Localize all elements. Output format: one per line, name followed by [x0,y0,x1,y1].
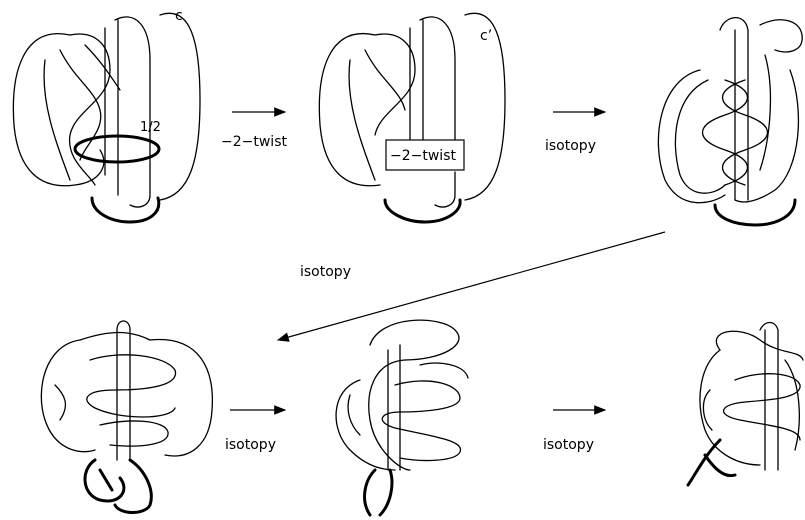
panel-5-knot [336,320,468,515]
curve-c-prime-label: c’ [480,28,492,44]
panel-4-knot [41,321,212,513]
step-5-label: isotopy [543,437,594,453]
panel-3-knot [658,18,802,225]
panel-2-knot: −2−twist c’ [319,13,505,222]
step-4-label: isotopy [225,437,276,453]
step-3-label: isotopy [300,264,351,280]
panel-6-knot [688,323,803,486]
step-1-label: −2−twist [221,134,287,150]
curve-c-label: c [175,8,183,24]
panel-1-knot: c 1/2 [13,8,200,222]
arrow-3 [278,232,665,340]
step-2-label: isotopy [545,138,596,154]
twist-box-label: −2−twist [390,148,456,164]
surgery-coefficient-label: 1/2 [140,120,161,135]
